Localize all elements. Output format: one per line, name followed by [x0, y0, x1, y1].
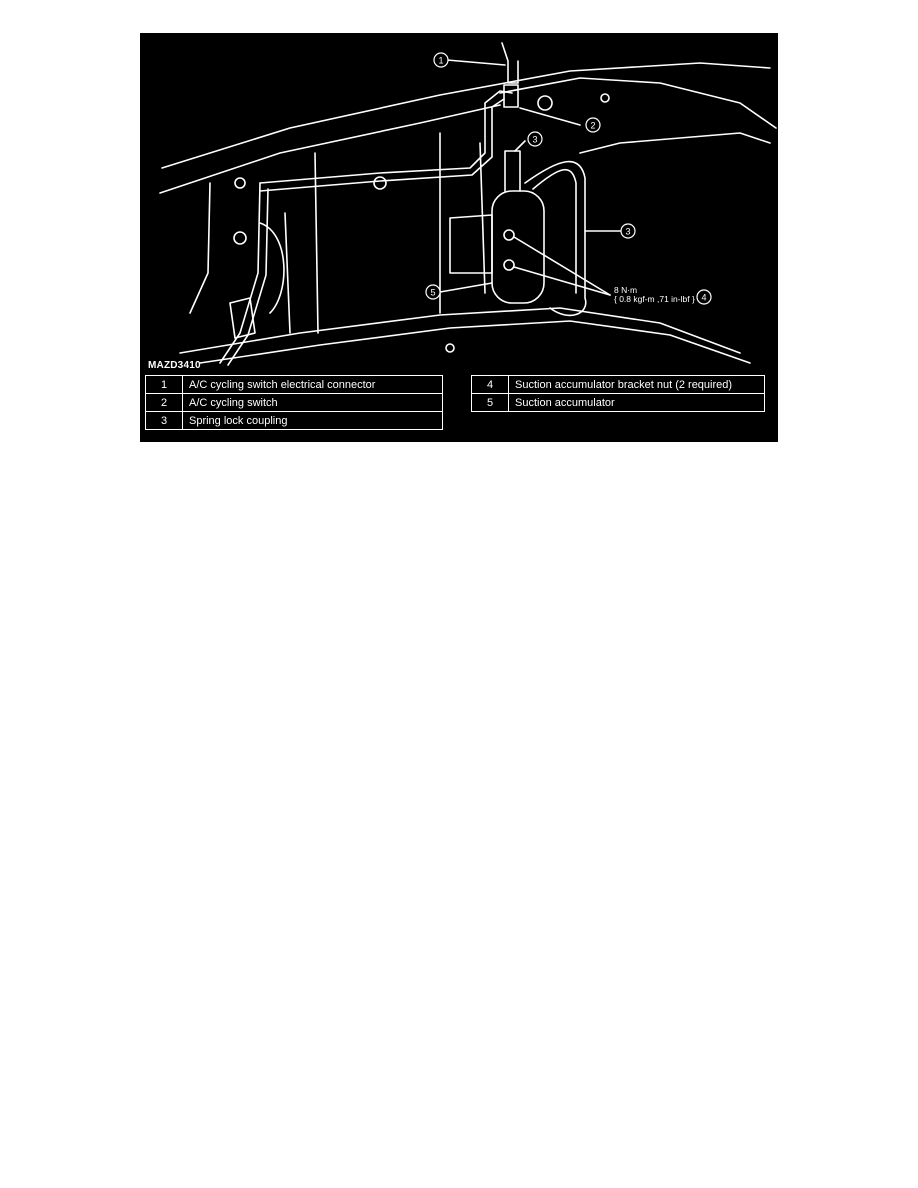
inner-fender-line	[314, 152, 319, 334]
legend-table-right: 4 Suction accumulator bracket nut (2 req…	[471, 375, 765, 412]
table-row: 5 Suction accumulator	[471, 393, 765, 412]
bolt-e	[600, 93, 610, 103]
legend-number: 3	[145, 411, 183, 430]
bracket-panel	[579, 132, 771, 154]
bracket-nut-lower	[503, 259, 515, 271]
frame-rail-line	[179, 307, 741, 354]
fender-line	[159, 104, 501, 194]
torque-detail: { 0.8 kgf-m ,71 in-lbf }	[614, 294, 695, 304]
callout-3a-circle	[527, 131, 543, 147]
bolt-d	[537, 95, 553, 111]
callout-2-circle	[585, 117, 601, 133]
table-row: 1 A/C cycling switch electrical connecto…	[145, 375, 443, 394]
accumulator-neck	[504, 150, 521, 192]
cycling-switch-connector	[501, 42, 519, 84]
table-row: 2 A/C cycling switch	[145, 393, 443, 412]
callout-4-label: 4	[701, 293, 706, 303]
callout-3a-label: 3	[532, 135, 537, 145]
ac-line-left-2	[227, 188, 269, 366]
callout-4-circle	[696, 289, 712, 305]
legend-label: A/C cycling switch	[182, 393, 443, 412]
legend-label: Suction accumulator	[508, 393, 765, 412]
leader-5	[439, 282, 493, 293]
figure-code: MAZD3410	[148, 360, 201, 371]
hood-edge-line	[161, 62, 771, 169]
leader-4a	[513, 236, 611, 296]
legend-number: 1	[145, 375, 183, 394]
legend-number: 5	[471, 393, 509, 412]
leader-1	[446, 59, 506, 66]
cowl-line	[499, 77, 777, 129]
ac-line-right-2	[532, 168, 577, 294]
legend-label: A/C cycling switch electrical connector	[182, 375, 443, 394]
ac-hose-left	[189, 182, 211, 314]
strut-tower	[259, 212, 291, 334]
bolt-a	[234, 177, 246, 189]
bolt-f	[445, 343, 455, 353]
bolt-b	[233, 231, 247, 245]
callout-5-circle	[425, 284, 441, 300]
ac-line-upper	[259, 90, 513, 184]
mount-bracket	[229, 297, 256, 339]
suction-accumulator-shape	[491, 190, 545, 304]
engine-bay-illustration: 1 2 3 3 4 5 8 N·m { 0.8 kgf-m ,71 in-lbf…	[159, 42, 777, 366]
table-row: 4 Suction accumulator bracket nut (2 req…	[471, 375, 765, 394]
callout-1-label: 1	[438, 56, 443, 66]
ac-line-right	[524, 160, 587, 317]
leader-4b	[513, 266, 611, 296]
ac-line-upper-2	[259, 98, 505, 192]
callout-5-label: 5	[430, 288, 435, 298]
bracket-nut-upper	[503, 229, 515, 241]
legend-label: Spring lock coupling	[182, 411, 443, 430]
leader-2	[519, 107, 581, 126]
accumulator-bracket	[449, 214, 493, 274]
legend-table-left: 1 A/C cycling switch electrical connecto…	[145, 375, 443, 430]
diagram-figure: 1 2 3 3 4 5 8 N·m { 0.8 kgf-m ,71 in-lbf…	[140, 33, 778, 442]
callout-3b-label: 3	[625, 227, 630, 237]
cycling-switch-body	[503, 84, 519, 108]
torque-value: 8 N·m	[614, 285, 637, 295]
legend-label: Suction accumulator bracket nut (2 requi…	[508, 375, 765, 394]
legend-number: 2	[145, 393, 183, 412]
leader-3a	[514, 140, 526, 152]
callout-1-circle	[433, 52, 449, 68]
legend-number: 4	[471, 375, 509, 394]
callout-2-label: 2	[590, 121, 595, 131]
bolt-c	[373, 176, 387, 190]
ac-line-left	[219, 182, 261, 364]
frame-rail-lower-line	[199, 320, 751, 364]
table-row: 3 Spring lock coupling	[145, 411, 443, 430]
callout-3b-circle	[620, 223, 636, 239]
